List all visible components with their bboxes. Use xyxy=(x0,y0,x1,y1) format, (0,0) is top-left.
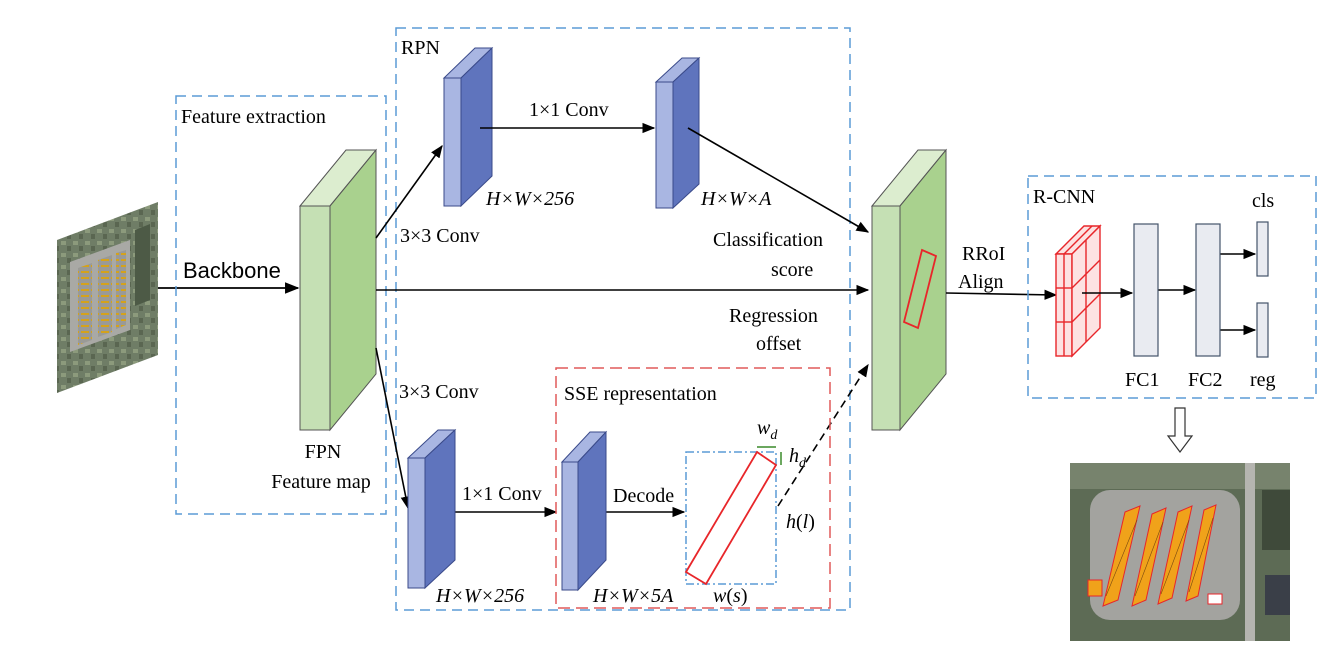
rroi-pooled-grid xyxy=(1054,224,1102,358)
wd-base-text: w xyxy=(757,417,771,439)
cls-output: cls xyxy=(1252,190,1274,277)
decode-label: Decode xyxy=(613,485,674,507)
h-l-l-text: l xyxy=(803,511,809,533)
w-s-w-text: w xyxy=(713,585,727,607)
h-l-h-text: h xyxy=(786,511,796,533)
rroi-label: RRoI xyxy=(962,243,1005,265)
hd-sub-text: d xyxy=(799,456,807,471)
input-aerial-image xyxy=(57,202,158,393)
classification-label: Classification xyxy=(713,229,823,251)
backbone-connector: Backbone xyxy=(158,258,300,294)
dim-hw5a-label: H×W×5A xyxy=(592,585,674,607)
rcnn-title: R-CNN xyxy=(1033,186,1095,208)
sse-representation-region: SSE representation xyxy=(555,367,831,609)
decoded-rotated-box: wd hd h(l) w(s) xyxy=(684,417,815,607)
h-l-label: h(l) xyxy=(786,511,815,533)
align-label: Align xyxy=(958,271,1004,293)
sse-title: SSE representation xyxy=(564,383,717,405)
regression-label: Regression xyxy=(729,305,818,327)
classification-score-label: score xyxy=(771,259,813,281)
reg-label: reg xyxy=(1250,369,1276,391)
rpn-connectors xyxy=(375,122,870,518)
rpn-score-block xyxy=(654,56,701,210)
rpn-bottom-conv-block xyxy=(406,428,457,590)
hd-base-text: h xyxy=(789,445,799,467)
fc1-block: FC1 xyxy=(1125,223,1159,391)
conv1x1-bottom-label: 1×1 Conv xyxy=(462,483,542,505)
feature-map-label: Feature map xyxy=(271,471,370,493)
fpn-label: FPN xyxy=(305,441,342,463)
backbone-label: Backbone xyxy=(183,258,281,283)
fc2-label: FC2 xyxy=(1188,369,1222,391)
conv3x3-top-label: 3×3 Conv xyxy=(400,225,480,247)
dim-hwa-label: H×W×A xyxy=(700,188,772,210)
w-s-s-text: s xyxy=(733,585,741,607)
fpn-feature-map-block: FPN Feature map xyxy=(271,148,378,493)
rcnn-connectors xyxy=(1082,248,1257,336)
dim-hw256-top-label: H×W×256 xyxy=(485,188,574,210)
rcnn-region: R-CNN xyxy=(1027,175,1317,399)
hd-label: hd xyxy=(789,445,807,471)
rroi-feature-map-block xyxy=(870,148,948,432)
wd-label: wd xyxy=(757,417,778,443)
fc1-label: FC1 xyxy=(1125,369,1159,391)
rpn-title: RPN xyxy=(401,37,440,59)
cls-label: cls xyxy=(1252,190,1274,212)
conv3x3-bottom-label: 3×3 Conv xyxy=(399,381,479,403)
feature-extraction-title: Feature extraction xyxy=(181,106,326,128)
wd-sub-text: d xyxy=(770,428,778,443)
result-down-arrow xyxy=(1166,407,1194,453)
fc2-block: FC2 xyxy=(1188,223,1222,391)
regression-offset-label: offset xyxy=(756,333,802,355)
rpn-top-conv-block xyxy=(442,46,494,208)
rroi-align-connector: RRoI Align xyxy=(945,243,1058,300)
reg-output: reg xyxy=(1250,302,1276,391)
dim-hw256-bottom-label: H×W×256 xyxy=(435,585,524,607)
feature-extraction-region: Feature extraction xyxy=(175,95,387,515)
w-s-label: w(s) xyxy=(713,585,747,607)
sse-conv-block xyxy=(560,430,608,592)
rpn-region: RPN xyxy=(395,27,851,611)
conv1x1-top-label: 1×1 Conv xyxy=(529,99,609,121)
output-detection-image xyxy=(1070,463,1290,641)
